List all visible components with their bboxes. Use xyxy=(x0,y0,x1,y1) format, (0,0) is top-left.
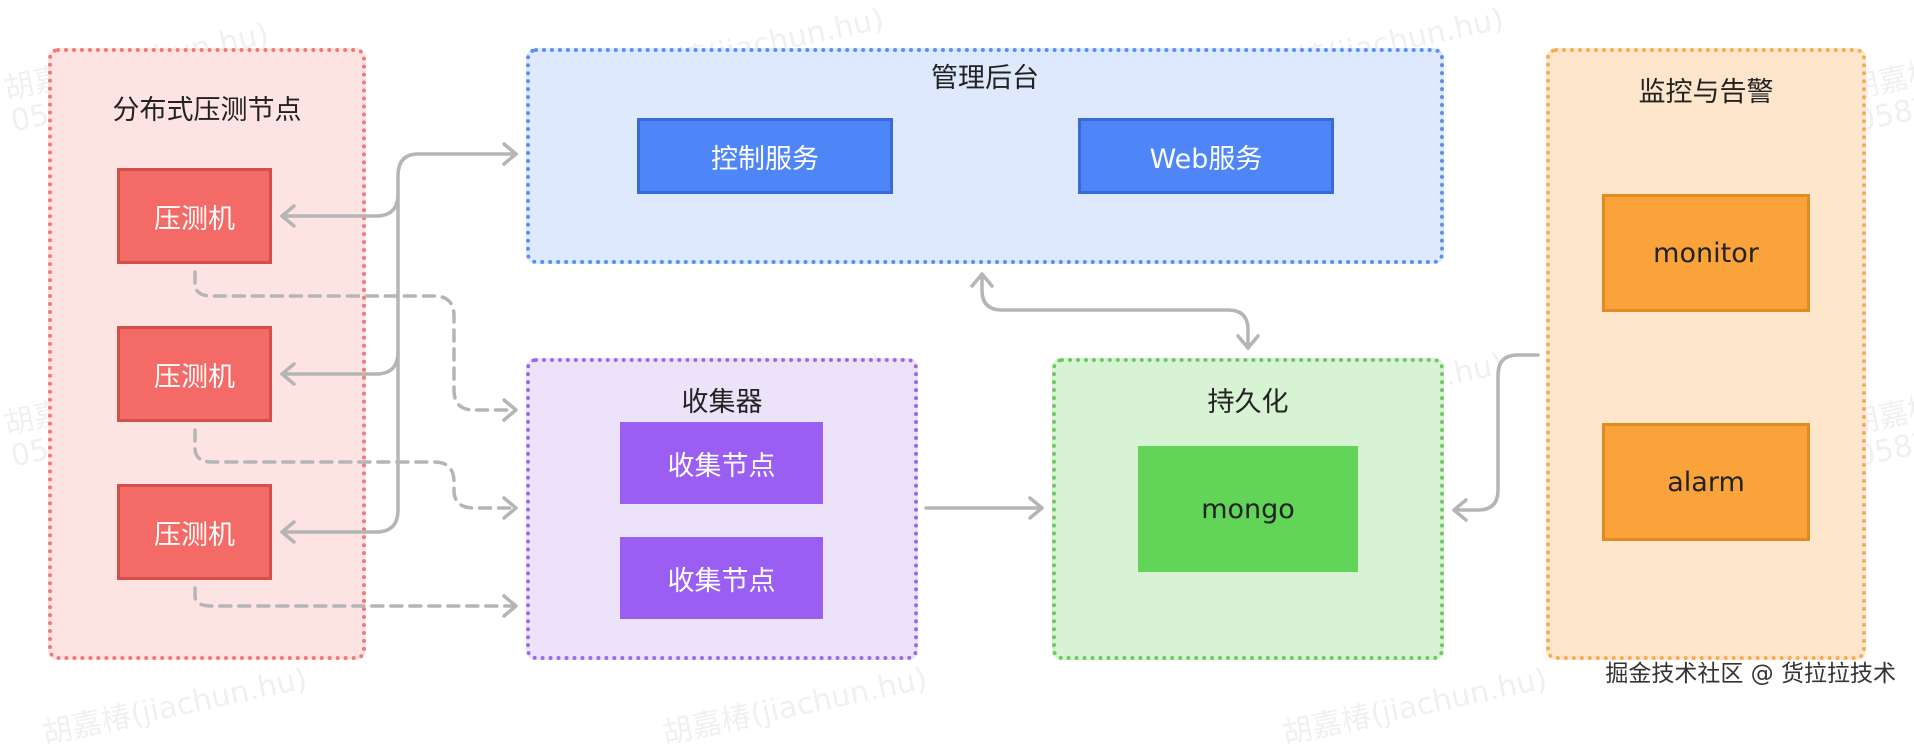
control-service: 控制服务 xyxy=(637,118,893,194)
monitoring-group-title: 监控与告警 xyxy=(1638,77,1774,108)
arrowhead-admin-up xyxy=(970,272,994,288)
arrowhead-collector-1 xyxy=(502,398,518,422)
arrowhead-admin xyxy=(502,142,518,166)
arrowhead-mongo-left xyxy=(1028,496,1044,520)
monitoring-group: 监控与告警 xyxy=(1546,48,1866,660)
arrowhead-persistence-down xyxy=(1236,334,1260,350)
stress-node-group-title: 分布式压测节点 xyxy=(112,95,302,126)
mongo-node: mongo xyxy=(1138,446,1358,572)
arrowhead-collector-2 xyxy=(502,496,518,520)
collector-node-1: 收集节点 xyxy=(620,422,823,504)
watermark: 胡嘉椿(jiachun.hu) xyxy=(659,661,931,752)
admin-group-title: 管理后台 xyxy=(931,63,1039,94)
alarm-node: alarm xyxy=(1602,423,1810,541)
stress-machine-3: 压测机 xyxy=(117,484,272,580)
web-service: Web服务 xyxy=(1078,118,1334,194)
watermark: 胡嘉椿(jiachun.hu) xyxy=(1279,661,1551,752)
collector-node-2: 收集节点 xyxy=(620,537,823,619)
persistence-group-title: 持久化 xyxy=(1207,387,1289,418)
stress-machine-2: 压测机 xyxy=(117,326,272,422)
monitor-node: monitor xyxy=(1602,194,1810,312)
watermark: 胡嘉椿(jiachun.hu) xyxy=(39,661,311,752)
stress-machine-1: 压测机 xyxy=(117,168,272,264)
arrow-admin-persistence xyxy=(980,274,1250,350)
collector-group-title: 收集器 xyxy=(681,387,763,418)
arrowhead-collector-3 xyxy=(502,594,518,618)
arrow-monitoring-to-mongo xyxy=(1452,353,1540,512)
arrowhead-mongo-right xyxy=(1452,498,1468,522)
credit-text: 掘金技术社区 @ 货拉拉技术 xyxy=(1605,661,1896,687)
